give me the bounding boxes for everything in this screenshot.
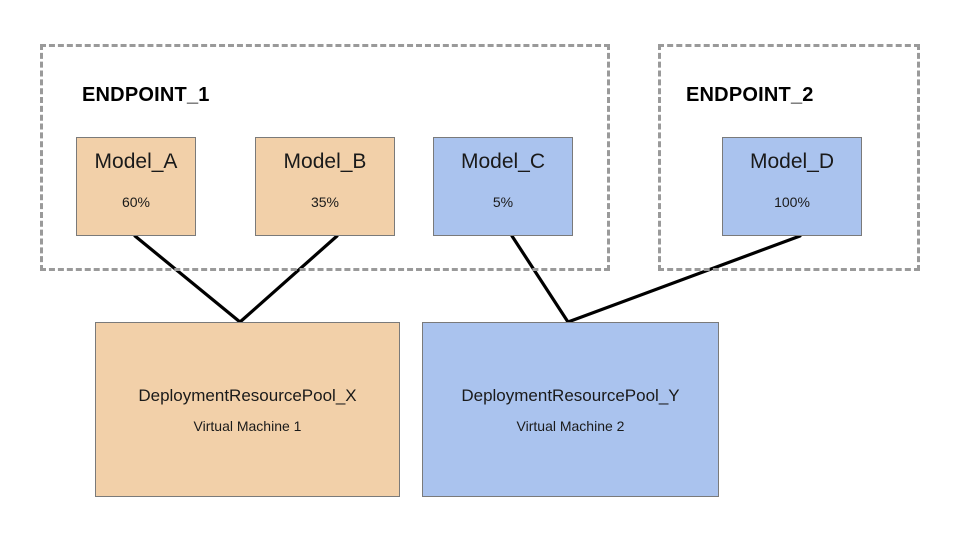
endpoint-group-endpoint-2 bbox=[658, 44, 920, 271]
model-node-model-b[interactable]: Model_B 35% bbox=[255, 137, 395, 236]
endpoint-label-endpoint-2: ENDPOINT_2 bbox=[686, 84, 814, 106]
model-traffic-split-model-a: 60% bbox=[121, 194, 151, 210]
resource-pool-name-pool-x: DeploymentResourcePool_X bbox=[138, 385, 357, 405]
resource-pool-name-pool-y: DeploymentResourcePool_Y bbox=[461, 385, 680, 405]
resource-pool-node-pool-x[interactable]: DeploymentResourcePool_X Virtual Machine… bbox=[95, 322, 400, 497]
model-traffic-split-model-b: 35% bbox=[310, 194, 340, 210]
resource-pool-node-pool-y[interactable]: DeploymentResourcePool_Y Virtual Machine… bbox=[422, 322, 719, 497]
endpoint-group-endpoint-1 bbox=[40, 44, 610, 271]
model-traffic-split-model-c: 5% bbox=[492, 194, 514, 210]
model-name-model-c: Model_C bbox=[460, 150, 546, 173]
model-node-model-c[interactable]: Model_C 5% bbox=[433, 137, 573, 236]
model-node-model-d[interactable]: Model_D 100% bbox=[722, 137, 862, 236]
model-name-model-a: Model_A bbox=[94, 150, 178, 173]
endpoint-label-endpoint-1: ENDPOINT_1 bbox=[82, 84, 210, 106]
resource-pool-machine-pool-y: Virtual Machine 2 bbox=[516, 417, 625, 434]
model-traffic-split-model-d: 100% bbox=[774, 194, 810, 210]
resource-pool-machine-pool-x: Virtual Machine 1 bbox=[193, 417, 302, 434]
model-name-model-d: Model_D bbox=[749, 150, 835, 173]
model-node-model-a[interactable]: Model_A 60% bbox=[76, 137, 196, 236]
model-name-model-b: Model_B bbox=[283, 150, 367, 173]
